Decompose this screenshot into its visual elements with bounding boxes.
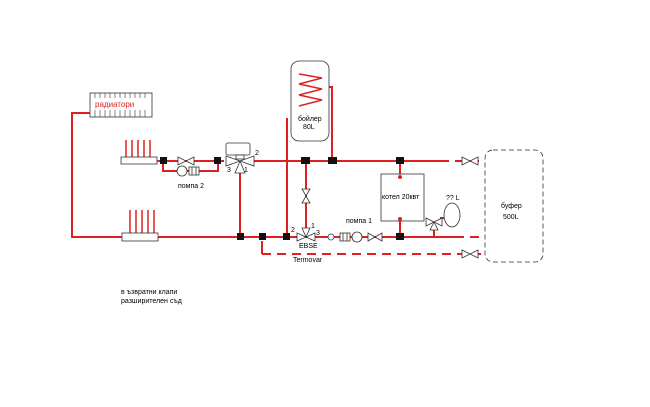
ebse-port-2: 2 (291, 227, 295, 234)
mixing-valve-3way: 2 3 1 (225, 142, 259, 174)
check-valve-vertical (301, 188, 311, 204)
ebse-label: EBSE (299, 243, 318, 250)
radiators-label: радиатори (95, 100, 134, 109)
check-valve-left (177, 156, 195, 166)
buffer-volume: 500L (503, 214, 519, 221)
manifold-lower (121, 210, 159, 242)
termovar-label: Termovar (293, 257, 323, 264)
safety-valve (425, 217, 443, 231)
pump1-label: помпа 1 (346, 218, 372, 225)
boiler-tank: бойлер 80L (290, 60, 330, 142)
expansion-label: ?? L (446, 195, 460, 202)
ebse-port-3: 3 (316, 230, 320, 237)
radiator-top: радиатори (89, 92, 153, 118)
boiler: котел 20квт (380, 173, 425, 222)
boiler-tank-volume: 80L (303, 124, 315, 131)
mixing-valve-port-1: 1 (244, 167, 248, 174)
buffer-label: буфер (501, 202, 522, 210)
pump2: помпа 2 (176, 165, 204, 190)
note-expansion-vessel: разширителен съд (121, 298, 182, 305)
pump2-label: помпа 2 (178, 183, 204, 190)
check-valve-buffer-bottom (461, 249, 479, 259)
notes-block: в ъзвратни клапи разширителен съд (121, 288, 182, 306)
expansion-vessel: ?? L (443, 195, 461, 228)
pump1: помпа 1 (327, 218, 383, 243)
boiler-tank-label: бойлер (298, 115, 322, 123)
ebse-port-1: 1 (311, 223, 315, 230)
boiler-label: котел 20квт (382, 194, 420, 201)
mixing-valve-port-2: 2 (255, 150, 259, 157)
tees (160, 157, 404, 240)
mixing-valve-port-3: 3 (227, 167, 231, 174)
ebse-valve: 2 1 3 EBSE Termovar (291, 223, 323, 264)
check-valve-buffer-top (461, 156, 479, 166)
manifold-upper (120, 140, 158, 165)
note-check-valves: в ъзвратни клапи (121, 289, 178, 296)
buffer-tank: буфер 500L (484, 149, 544, 263)
